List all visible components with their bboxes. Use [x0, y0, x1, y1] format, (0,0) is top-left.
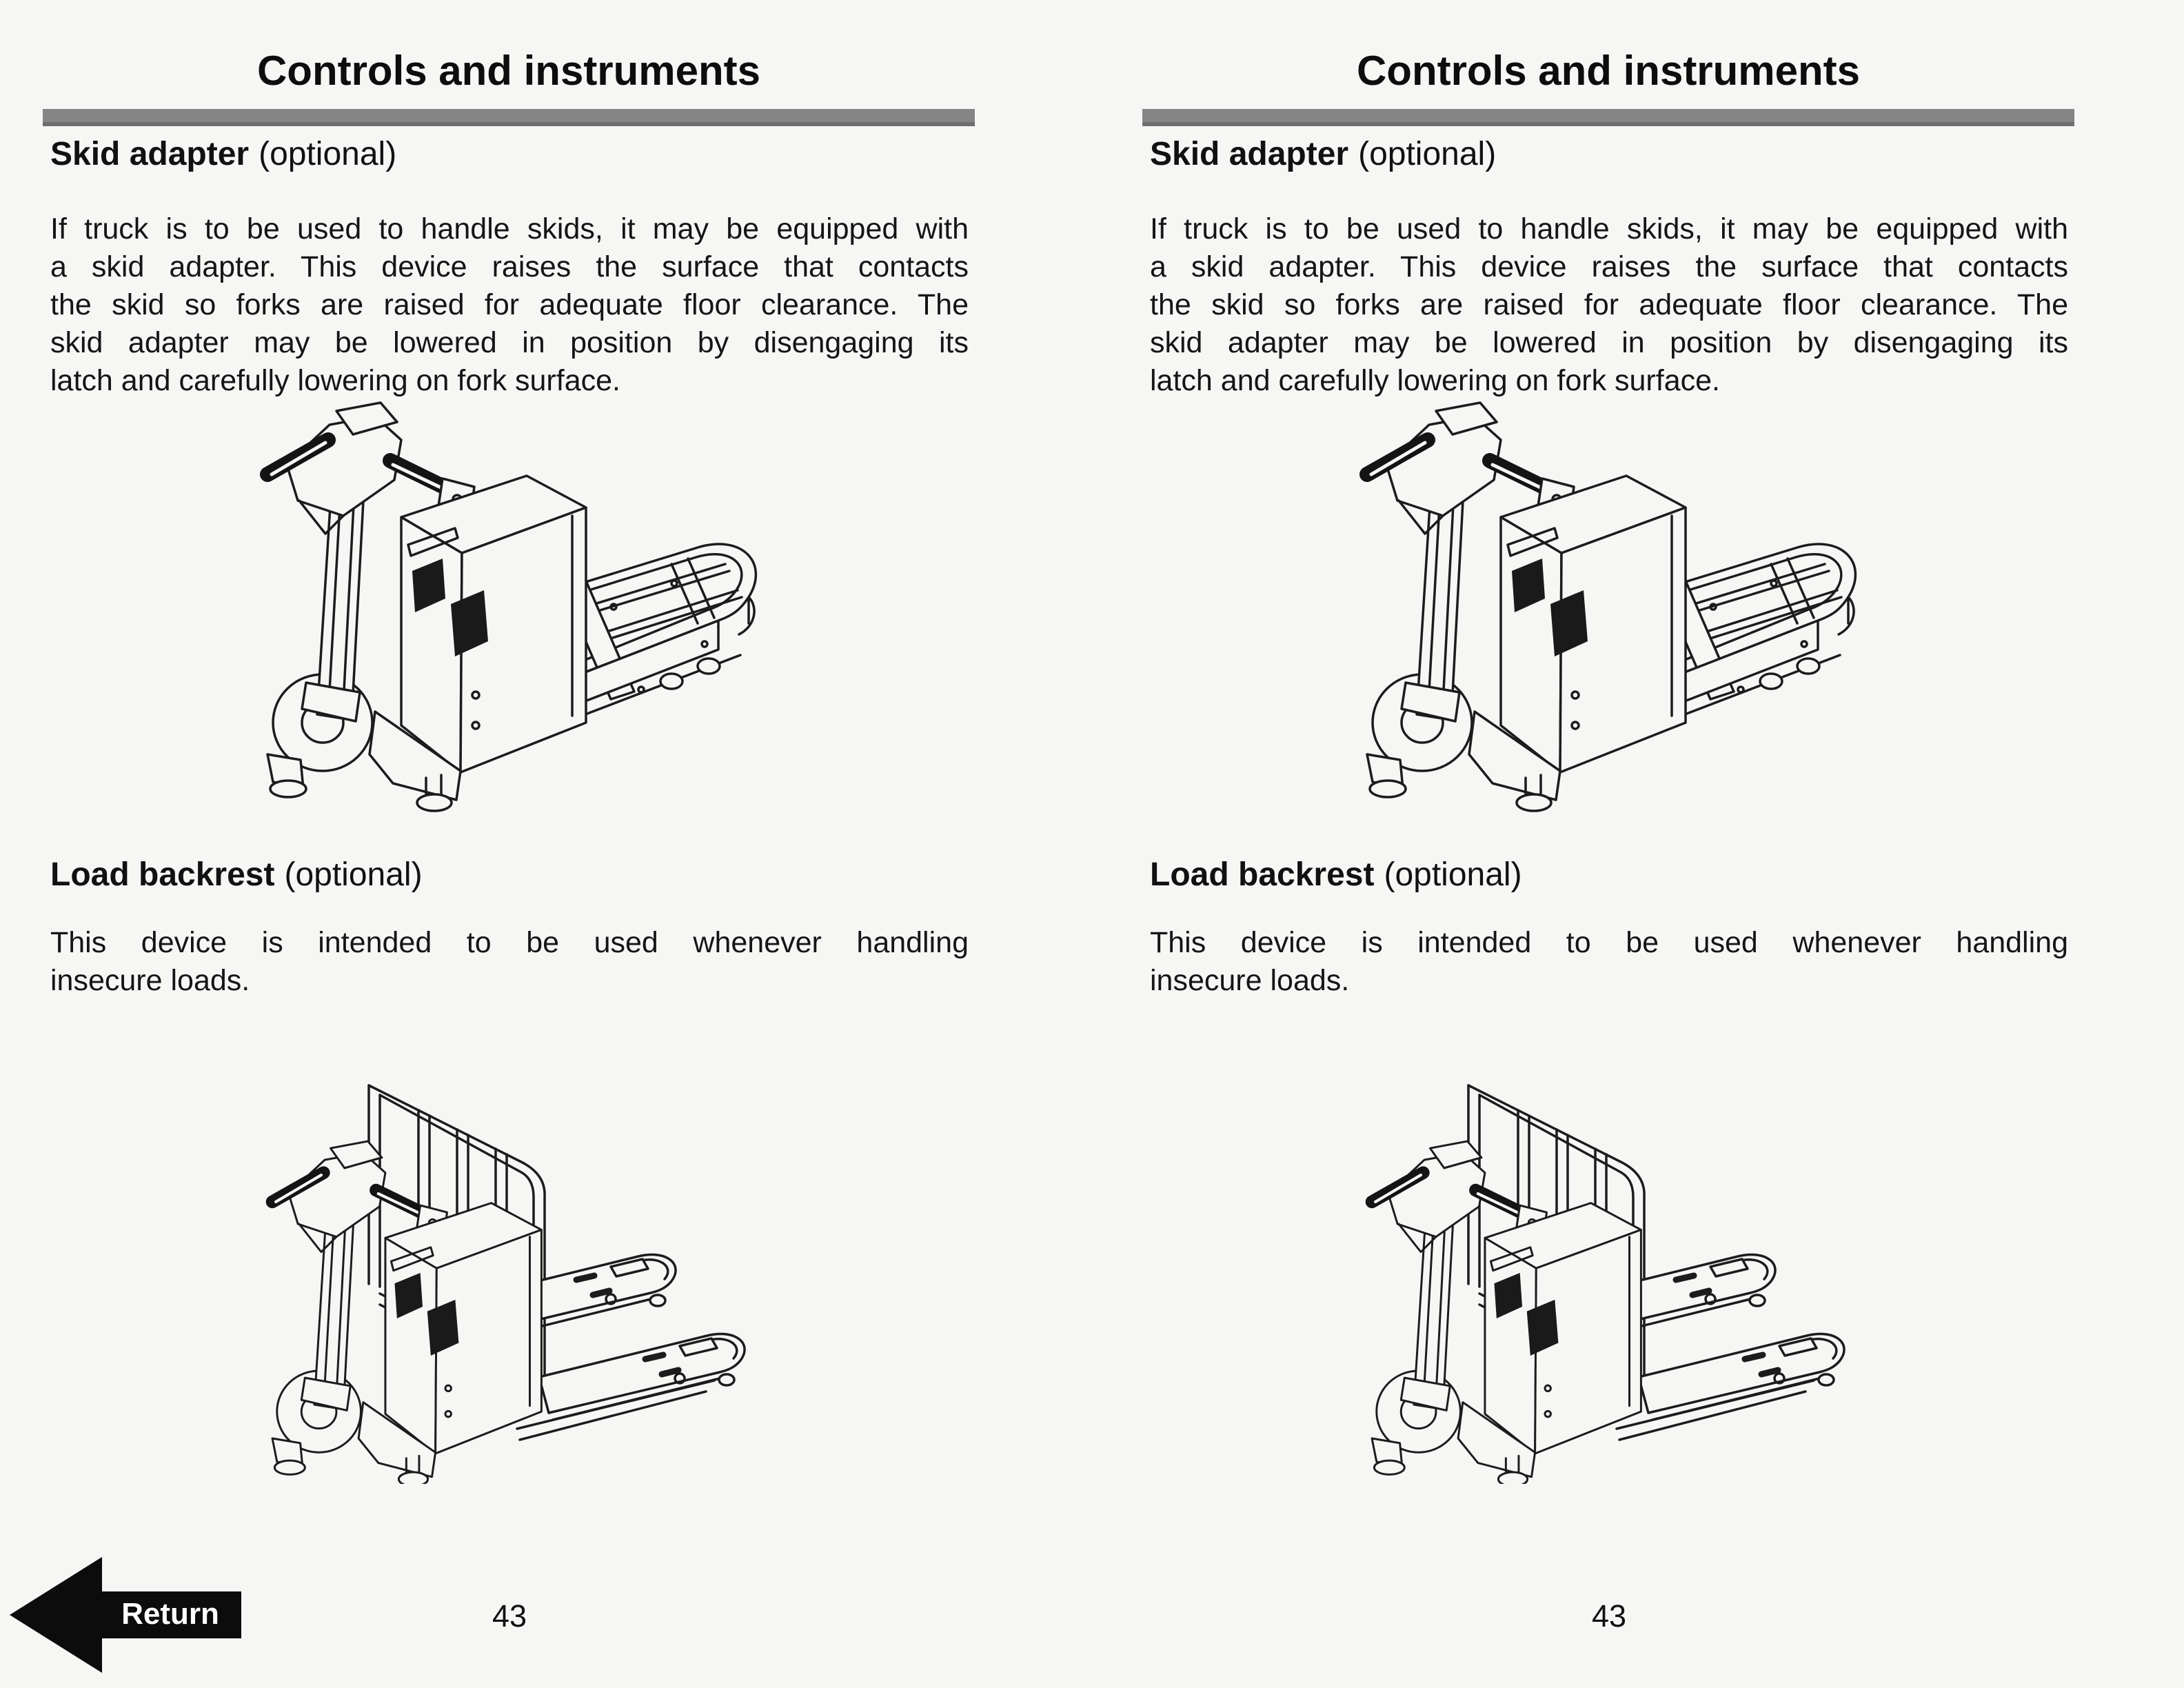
load-backrest-paragraph: This device is intended to be used whene…: [50, 924, 969, 1000]
manual-page-right: Controls and instruments Skid adapter(op…: [1100, 0, 2184, 1688]
heading-bold-text: Load backrest: [50, 856, 275, 893]
paragraph-line: insecure loads.: [1150, 964, 1350, 997]
heading-suffix-text: (optional): [1358, 136, 1497, 172]
section-heading-load-backrest: Load backrest(optional): [50, 856, 969, 894]
page-title: Controls and instruments: [256, 48, 761, 94]
heading-bold-text: Skid adapter: [50, 136, 250, 172]
manual-page-left: Controls and instruments Skid adapter(op…: [43, 48, 975, 1634]
paragraph-line: latch and carefully lowering on fork sur…: [1150, 364, 1720, 397]
page-title: Controls and instruments: [1356, 48, 1861, 94]
paragraph-line: insecure loads.: [50, 964, 250, 997]
return-button-label: Return: [99, 1591, 241, 1638]
paragraph-line: If truck is to be used to handle skids, …: [50, 212, 969, 245]
paragraph-line: skid adapter may be lowered in position …: [1150, 326, 2068, 359]
heading-bold-text: Load backrest: [1150, 856, 1375, 893]
paragraph-line: This device is intended to be used whene…: [50, 926, 969, 959]
paragraph-line: the skid so forks are raised for adequat…: [50, 288, 969, 321]
skid-adapter-paragraph: If truck is to be used to handle skids, …: [1150, 210, 2068, 400]
paragraph-line: This device is intended to be used whene…: [1150, 926, 2068, 959]
load-backrest-figure: [228, 1056, 820, 1487]
heading-suffix-text: (optional): [1384, 856, 1522, 893]
title-rule: [1142, 109, 2074, 126]
skid-adapter-figure: [1327, 399, 1879, 823]
title-rule: [43, 109, 975, 126]
page-number: 43: [1591, 1598, 1627, 1634]
heading-suffix-text: (optional): [284, 856, 423, 893]
paragraph-line: a skid adapter. This device raises the s…: [1150, 250, 2068, 283]
paragraph-line: a skid adapter. This device raises the s…: [50, 250, 969, 283]
skid-adapter-paragraph: If truck is to be used to handle skids, …: [50, 210, 969, 400]
heading-bold-text: Skid adapter: [1150, 136, 1349, 172]
heading-suffix-text: (optional): [259, 136, 397, 172]
skid-adapter-figure: [228, 399, 779, 823]
load-backrest-paragraph: This device is intended to be used whene…: [1150, 924, 2068, 1000]
paragraph-line: If truck is to be used to handle skids, …: [1150, 212, 2068, 245]
section-heading-skid-adapter: Skid adapter(optional): [50, 135, 969, 174]
paragraph-line: skid adapter may be lowered in position …: [50, 326, 969, 359]
section-heading-load-backrest: Load backrest(optional): [1150, 856, 2068, 894]
return-button[interactable]: Return: [10, 1557, 244, 1673]
section-heading-skid-adapter: Skid adapter(optional): [1150, 135, 2068, 174]
paragraph-line: latch and carefully lowering on fork sur…: [50, 364, 620, 397]
paragraph-line: the skid so forks are raised for adequat…: [1150, 288, 2068, 321]
load-backrest-figure: [1327, 1056, 1920, 1487]
left-arrow-icon: [10, 1557, 102, 1673]
page-number: 43: [492, 1598, 527, 1634]
